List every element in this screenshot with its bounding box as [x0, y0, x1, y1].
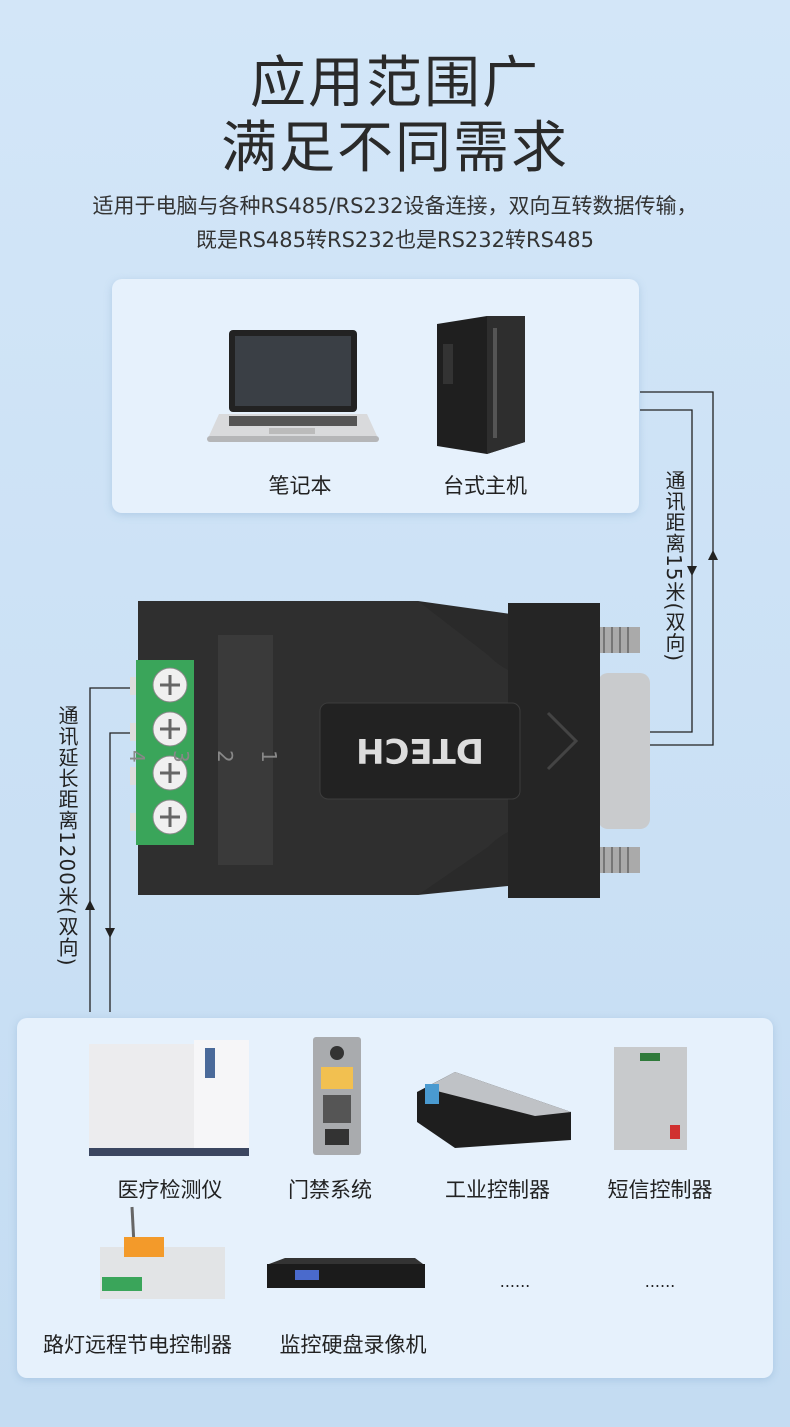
- terminal-2: 2: [213, 750, 237, 763]
- device-label-access: 门禁系统: [288, 1178, 372, 1202]
- device-label-laptop: 笔记本: [268, 474, 332, 498]
- sms-controller-icon: [614, 1047, 687, 1150]
- heading-line-2: 满足不同需求: [221, 116, 569, 181]
- device-label-more-2: ......: [644, 1272, 676, 1291]
- device-label-medical: 医疗检测仪: [117, 1178, 223, 1202]
- description-line-1: 适用于电脑与各种RS485/RS232设备连接，双向互转数据传输，: [92, 194, 698, 218]
- device-label-industrial: 工业控制器: [445, 1178, 550, 1202]
- heading-line-1: 应用范围广: [250, 51, 540, 116]
- device-label-desktop: 台式主机: [443, 474, 527, 498]
- terminal-3: 3: [169, 750, 193, 763]
- streetlight-controller-icon: [100, 1206, 225, 1299]
- device-label-nvr: 监控硬盘录像机: [279, 1333, 427, 1357]
- device-label-sms: 短信控制器: [607, 1178, 713, 1202]
- terminal-1: 1: [257, 750, 281, 763]
- computers-panel: [112, 279, 639, 513]
- terminal-numbers: 1 2 3 4: [115, 750, 291, 770]
- device-distance-label: 通讯延长距离1200米(双向): [55, 705, 79, 967]
- rs485-rs232-adapter: DTECH: [130, 601, 650, 898]
- brand-logo: DTECH: [356, 730, 484, 770]
- device-label-streetlight: 路灯远程节电控制器: [43, 1333, 232, 1357]
- access-control-panel-icon: [313, 1037, 361, 1155]
- connection-lines: [85, 391, 718, 1012]
- device-label-more-1: ......: [499, 1272, 531, 1291]
- nvr-recorder-icon: [267, 1258, 425, 1288]
- pc-distance-label: 通讯距离15米(双向): [662, 470, 686, 663]
- industrial-controller-icon: [417, 1072, 571, 1148]
- medical-analyzer-icon: [89, 1040, 249, 1156]
- laptop-icon: [207, 330, 379, 442]
- terminal-4: 4: [125, 750, 149, 763]
- description-line-2: 既是RS485转RS232也是RS232转RS485: [195, 228, 594, 252]
- desktop-tower-icon: [437, 316, 525, 454]
